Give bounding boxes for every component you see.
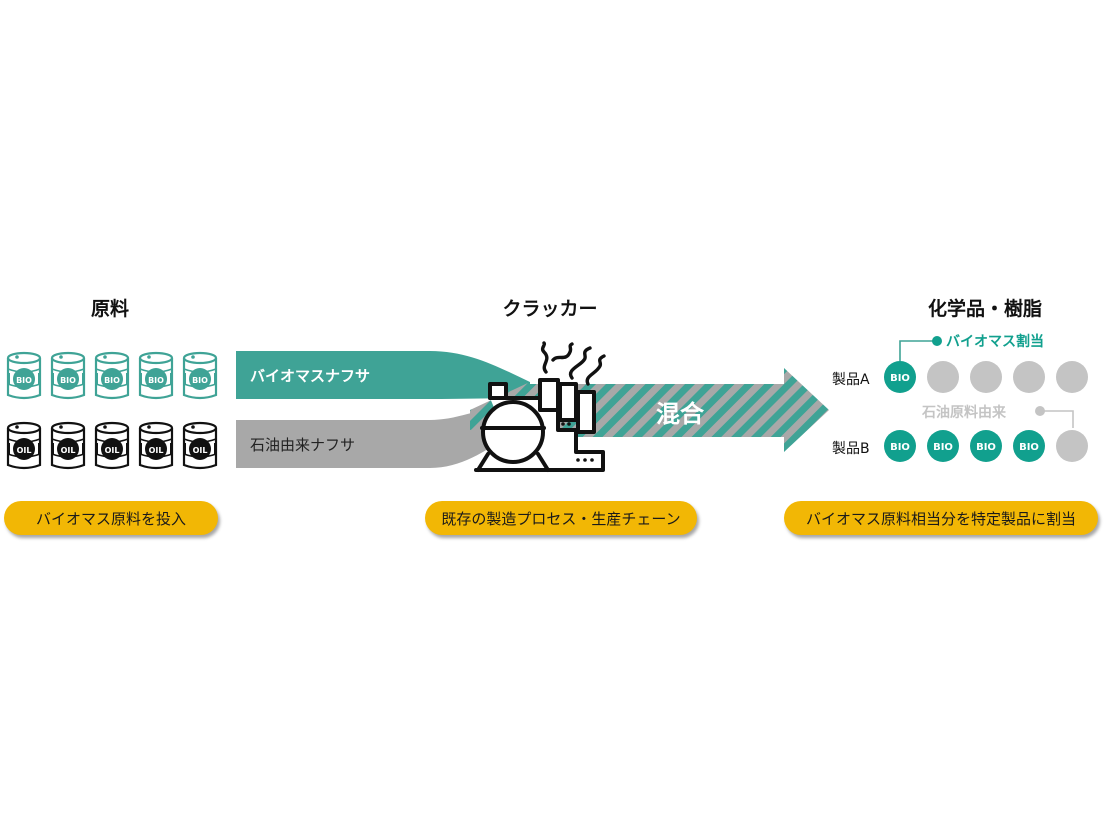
mix-arrow-icon xyxy=(530,368,829,452)
bio-barrel-badge xyxy=(13,368,35,390)
bio-barrels: BIO BIO BIO BIO BIO xyxy=(6,351,218,400)
bio-barrel: BIO xyxy=(94,351,130,400)
oil-barrel-label: OIL xyxy=(61,446,76,455)
bio-barrel-badge xyxy=(101,368,123,390)
bio-allocation-dot xyxy=(932,336,942,346)
bio-barrel: BIO xyxy=(182,351,218,400)
bio-allocation-connector xyxy=(899,340,935,361)
bio-allocation-annotation: バイオマス割当 xyxy=(946,334,1044,350)
bio-product-label: BIO xyxy=(890,442,910,453)
mix-label: 混合 xyxy=(656,400,704,428)
petro-product-circle xyxy=(927,361,959,393)
bio-product-circle xyxy=(884,430,916,462)
oil-naphtha-label: 石油由来ナフサ xyxy=(250,436,356,454)
bio-product-label: BIO xyxy=(976,442,996,453)
bio-naphtha-flow xyxy=(236,351,530,399)
bio-barrel: BIO xyxy=(138,351,174,400)
petro-product-circle xyxy=(1056,430,1088,462)
cracker-caption-text: 既存の製造プロセス・生産チェーン xyxy=(441,509,681,528)
cracker-heading: クラッカー xyxy=(502,298,598,320)
bio-naphtha-label: バイオマスナフサ xyxy=(250,367,371,385)
bio-barrel-label: BIO xyxy=(104,376,120,385)
oil-barrel-badge xyxy=(189,438,211,460)
petro-origin-connector xyxy=(1042,410,1074,428)
bio-barrel-label: BIO xyxy=(148,376,164,385)
bio-product-circle xyxy=(927,430,959,462)
oil-barrel-badge xyxy=(145,438,167,460)
oil-barrel: OIL xyxy=(94,421,130,470)
bio-product-label: BIO xyxy=(933,442,953,453)
petro-origin-annotation: 石油原料由来 xyxy=(922,405,1006,421)
oil-barrel: OIL xyxy=(50,421,86,470)
petro-product-circle xyxy=(1056,361,1088,393)
oil-barrel: OIL xyxy=(6,421,42,470)
products-caption: バイオマス原料相当分を特定製品に割当 xyxy=(784,501,1098,535)
bio-barrel: BIO xyxy=(6,351,42,400)
bio-product-circle xyxy=(884,361,916,393)
bio-product-label: BIO xyxy=(1019,442,1039,453)
bio-product-circle xyxy=(970,430,1002,462)
cracker-caption: 既存の製造プロセス・生産チェーン xyxy=(425,501,697,535)
bio-product-label: BIO xyxy=(890,373,910,384)
oil-barrel-label: OIL xyxy=(105,446,120,455)
oil-barrel: OIL xyxy=(138,421,174,470)
bio-barrel-badge xyxy=(189,368,211,390)
oil-barrels: OIL OIL OIL OIL OIL xyxy=(6,421,218,470)
petro-product-circle xyxy=(970,361,1002,393)
oil-barrel-badge xyxy=(13,438,35,460)
products-heading: 化学品・樹脂 xyxy=(927,298,1042,320)
oil-barrel-badge xyxy=(57,438,79,460)
bio-barrel: BIO xyxy=(50,351,86,400)
product-circles: BIO BIO BIO BIO BIO xyxy=(884,361,1088,462)
oil-naphtha-flow xyxy=(236,398,530,468)
product-a-label: 製品A xyxy=(832,372,870,388)
bio-barrel-label: BIO xyxy=(60,376,76,385)
product-b-label: 製品B xyxy=(832,441,870,457)
oil-barrel: OIL xyxy=(182,421,218,470)
bio-barrel-badge xyxy=(57,368,79,390)
oil-barrel-badge xyxy=(101,438,123,460)
products-caption-text: バイオマス原料相当分を特定製品に割当 xyxy=(805,509,1076,528)
petro-origin-dot xyxy=(1035,406,1045,416)
petro-product-circle xyxy=(1013,361,1045,393)
bio-barrel-label: BIO xyxy=(192,376,208,385)
oil-barrel-label: OIL xyxy=(149,446,164,455)
bio-barrel-badge xyxy=(145,368,167,390)
raw-materials-caption: バイオマス原料を投入 xyxy=(4,501,218,535)
bio-barrel-label: BIO xyxy=(16,376,32,385)
oil-barrel-label: OIL xyxy=(17,446,32,455)
oil-barrel-label: OIL xyxy=(193,446,208,455)
factory-icon xyxy=(474,341,606,472)
raw-materials-caption-text: バイオマス原料を投入 xyxy=(35,509,186,528)
bio-product-circle xyxy=(1013,430,1045,462)
raw-materials-heading: 原料 xyxy=(90,298,129,320)
